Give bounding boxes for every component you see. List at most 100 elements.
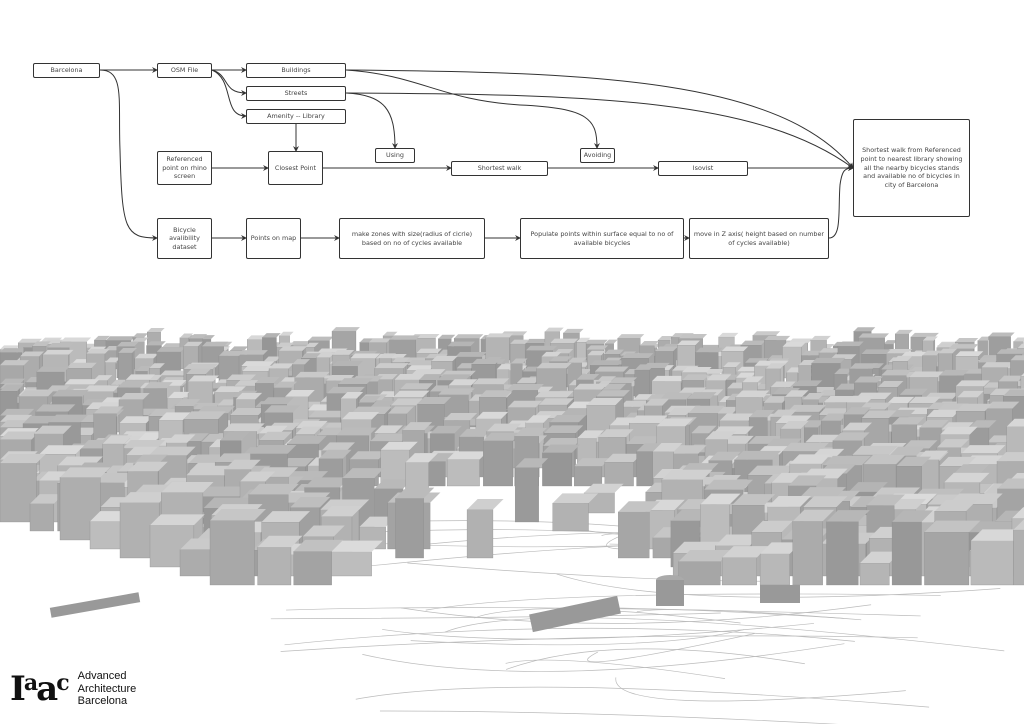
building-roof	[438, 388, 475, 395]
building-roof	[430, 425, 462, 434]
building-roof	[573, 383, 608, 390]
logo-line-2: Architecture	[77, 682, 137, 695]
building-roof	[721, 435, 754, 444]
street-line	[556, 573, 1001, 598]
building-roof	[456, 363, 477, 369]
building-roof	[122, 440, 166, 449]
building-roof	[0, 453, 46, 464]
building-roof	[1017, 343, 1024, 349]
node-move-z: move in Z axis( height based on number o…	[689, 218, 829, 259]
building-roof	[226, 374, 257, 380]
building-roof	[368, 338, 391, 343]
building-roof	[83, 385, 120, 392]
building-roof	[119, 416, 154, 424]
node-bicycle-dataset: Bicycle avalibility dataset	[157, 218, 212, 259]
building-roof	[431, 355, 458, 362]
building-roof	[765, 363, 786, 369]
building-roof	[394, 374, 425, 380]
building-roof	[302, 525, 345, 537]
building	[826, 521, 859, 586]
building-roof	[406, 365, 435, 371]
building-roof	[66, 362, 97, 368]
building-roof	[563, 328, 584, 333]
node-streets: Streets	[246, 86, 346, 101]
building-roof	[922, 336, 938, 341]
logo-line-1: Advanced	[77, 670, 127, 682]
building-roof	[158, 412, 191, 420]
building-roof	[0, 348, 27, 353]
node-points-on-map: Points on map	[246, 218, 301, 259]
building-roof	[858, 333, 890, 338]
building-roof	[604, 453, 642, 462]
node-barcelona: Barcelona	[33, 63, 100, 78]
building-roof	[383, 331, 398, 336]
building-roof	[223, 423, 265, 432]
building-roof	[160, 370, 192, 376]
building-roof	[670, 445, 707, 454]
building-roof	[175, 399, 201, 407]
building-roof	[618, 501, 660, 512]
building-roof	[970, 529, 1024, 541]
building-roof	[19, 390, 55, 397]
building-roof	[32, 341, 51, 346]
building-roof	[596, 376, 617, 382]
building-roof	[392, 357, 410, 363]
building-roof	[667, 407, 694, 416]
city-3d-render	[0, 327, 1024, 724]
building-roof	[584, 483, 624, 493]
building-roof	[655, 346, 678, 352]
building-roof	[542, 444, 581, 453]
building-roof	[147, 327, 165, 332]
building-roof	[0, 378, 26, 385]
building-roof	[604, 349, 624, 354]
building-roof	[387, 406, 414, 414]
building-roof	[938, 348, 958, 354]
building-roof	[910, 332, 939, 337]
building-roof	[832, 432, 870, 441]
building-roof	[257, 535, 303, 548]
building-roof	[305, 342, 319, 348]
building-roof	[0, 384, 24, 392]
building-roof	[183, 341, 203, 347]
building-roof	[926, 409, 961, 418]
building-roof	[760, 542, 802, 554]
building-roof	[549, 356, 572, 362]
building	[792, 521, 823, 586]
node-isovist: Isovist	[658, 161, 748, 176]
building-roof	[842, 422, 873, 431]
building-roof	[602, 383, 627, 390]
building-roof	[811, 357, 846, 364]
building-roof	[455, 351, 487, 357]
building-roof	[936, 439, 970, 448]
building-roof	[264, 405, 301, 413]
building-roof	[877, 380, 904, 388]
building-roof	[52, 389, 89, 397]
building-roof	[644, 398, 670, 406]
building-roof	[304, 477, 350, 488]
building-roof	[892, 510, 934, 522]
node-closest-point: Closest Point	[268, 151, 323, 185]
building-roof	[735, 390, 770, 398]
node-buildings: Buildings	[246, 63, 346, 78]
building	[891, 521, 922, 586]
building-roof	[39, 445, 85, 455]
building-roof	[150, 514, 205, 526]
building-roof	[276, 342, 294, 347]
building-roof	[338, 378, 373, 385]
building	[970, 540, 1014, 586]
building-roof	[722, 546, 769, 558]
building-roof	[230, 407, 266, 415]
building-roof	[784, 390, 809, 397]
logo-mark: Iaac	[10, 668, 70, 709]
building-roof	[944, 472, 990, 483]
street-line	[505, 648, 805, 670]
building-roof	[166, 434, 196, 443]
building-roof	[705, 431, 736, 440]
street-line	[362, 643, 845, 672]
building-roof	[218, 350, 244, 356]
building-roof	[64, 379, 100, 385]
building	[1013, 529, 1024, 586]
node-make-zones: make zones with size(radius of cicrle) b…	[339, 218, 485, 259]
building-roof	[891, 417, 925, 425]
building-roof	[214, 386, 246, 393]
